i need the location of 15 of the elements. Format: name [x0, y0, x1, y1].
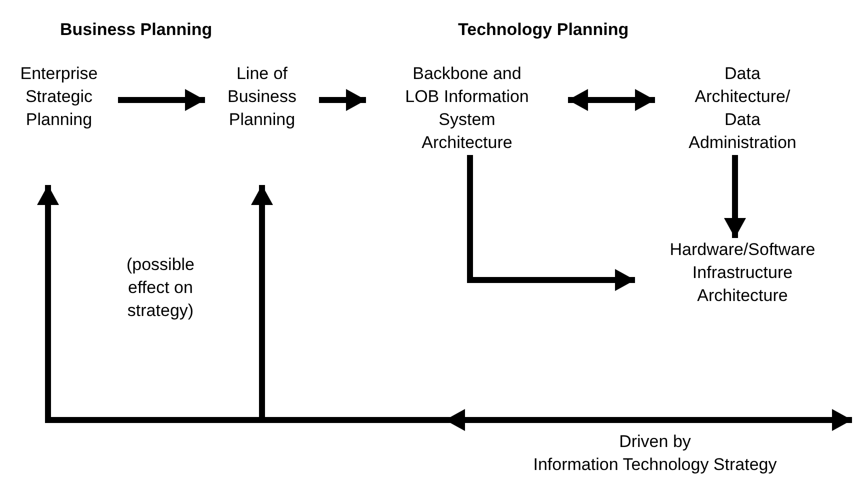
arrow	[568, 89, 655, 111]
node-label: Hardware/Software Infrastructure Architecture	[668, 239, 816, 307]
node-label: Backbone and LOB Information System Architecture	[404, 63, 530, 154]
arrow	[118, 89, 205, 111]
section-heading: Technology Planning	[458, 19, 629, 41]
node-label: Line of Business Planning	[226, 63, 298, 131]
node-label: Enterprise Strategic Planning	[19, 63, 99, 131]
arrow	[319, 89, 366, 111]
caption-text: Information Technology Strategy	[532, 454, 778, 476]
node-label: Data Architecture/ Data Administration	[688, 63, 798, 154]
section-heading: Business Planning	[60, 19, 212, 41]
note-text: (possible effect on strategy)	[125, 254, 196, 322]
arrow	[724, 155, 746, 238]
arrow	[467, 155, 635, 291]
caption-text: Driven by	[618, 431, 692, 453]
